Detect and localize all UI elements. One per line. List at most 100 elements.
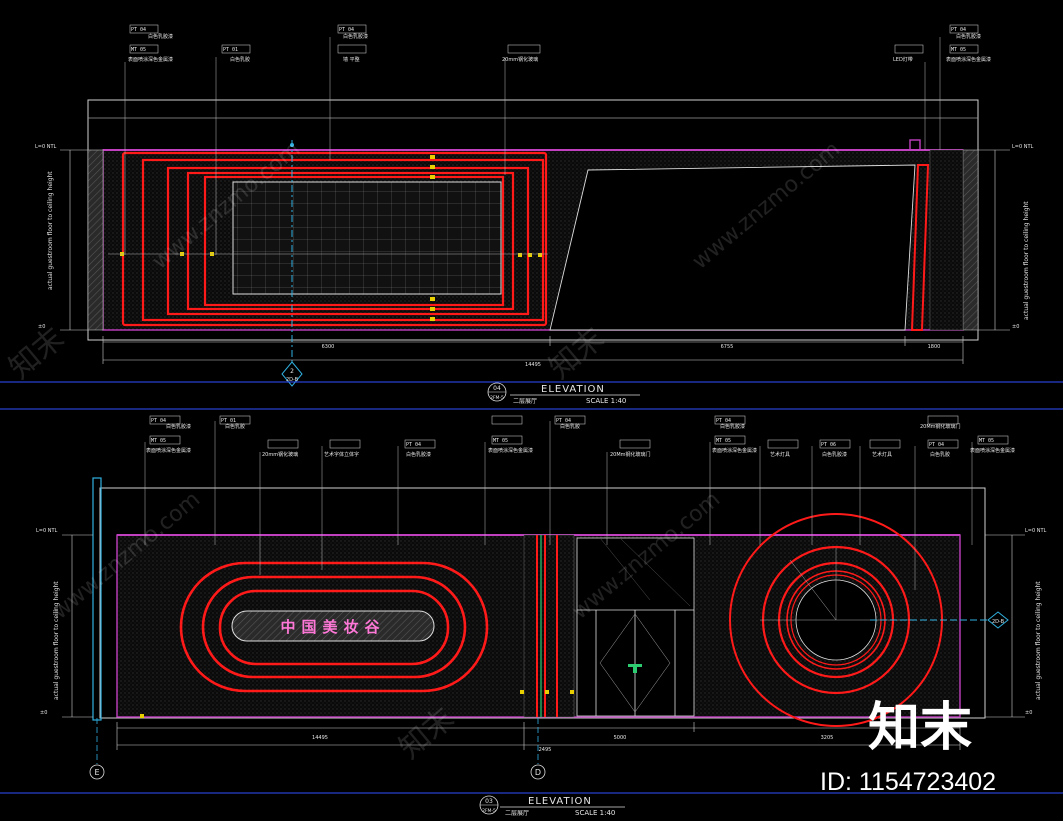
svg-text:20mm钢化玻璃: 20mm钢化玻璃 (262, 451, 298, 458)
circular-feature (729, 513, 990, 727)
svg-text:表面喷涂深色金属漆: 表面喷涂深色金属漆 (488, 447, 533, 454)
svg-text:白色乳胶漆: 白色乳胶漆 (166, 423, 191, 430)
svg-text:actual guestroom floor to ceil: actual guestroom floor to ceiling height (1023, 201, 1030, 320)
svg-text:二层展厅: 二层展厅 (513, 398, 537, 405)
grid-bubble-e (89, 764, 105, 780)
svg-text:20Mm钢化玻璃门: 20Mm钢化玻璃门 (920, 423, 961, 430)
top-elevation: 2 2D-B 6300 14495 6755 1800 L=0 NTL ±0 L… (0, 24, 1063, 410)
svg-text:14495: 14495 (312, 735, 328, 741)
svg-text:LED灯带: LED灯带 (893, 56, 913, 63)
svg-text:墙 平整: 墙 平整 (343, 56, 360, 63)
glass-door (576, 537, 695, 717)
svg-text:艺术灯具: 艺术灯具 (872, 451, 892, 458)
svg-text:PT 04: PT 04 (131, 27, 146, 33)
svg-text:2FM-5: 2FM-5 (490, 395, 504, 401)
bottom-axis-bubble: 2D-B (987, 611, 1009, 629)
top-title-block: 04 2FM-5 ELEVATION 二层展厅 SCALE 1:40 (487, 382, 640, 405)
svg-text:±0: ±0 (1025, 710, 1032, 716)
svg-text:白色乳胶: 白色乳胶 (230, 56, 250, 63)
svg-text:D: D (535, 768, 541, 777)
svg-text:5000: 5000 (614, 735, 627, 741)
svg-text:PT 04: PT 04 (951, 27, 966, 33)
svg-text:2FM-5: 2FM-5 (482, 808, 496, 814)
svg-text:L=0 NTL: L=0 NTL (36, 528, 58, 534)
svg-text:PT 04: PT 04 (929, 442, 944, 448)
svg-text:表面喷涂深色金属漆: 表面喷涂深色金属漆 (946, 56, 991, 63)
svg-text:MT 05: MT 05 (979, 438, 994, 444)
svg-text:2D-B: 2D-B (992, 619, 1005, 625)
svg-text:白色乳胶漆: 白色乳胶漆 (720, 423, 745, 430)
bottom-callout-tags: PT 04 白色乳胶漆 MT 05 表面喷涂深色金属漆 PT 01 白色乳胶 2… (146, 415, 1015, 458)
bottom-outer-frame (99, 487, 986, 719)
top-red-frames (121, 151, 548, 327)
svg-text:1800: 1800 (928, 344, 941, 350)
svg-text:艺术灯具: 艺术灯具 (770, 451, 790, 458)
svg-text:白色乳胶漆: 白色乳胶漆 (343, 33, 368, 40)
brand-logo: 知末 (868, 698, 972, 758)
top-grid-screen (232, 181, 502, 295)
svg-text:2495: 2495 (539, 747, 552, 753)
svg-text:白色乳胶漆: 白色乳胶漆 (148, 33, 173, 40)
svg-text:±0: ±0 (38, 324, 45, 330)
svg-text:SCALE 1:40: SCALE 1:40 (575, 809, 615, 817)
sign-text: 中国美妆谷 (280, 618, 385, 636)
svg-text:表面喷涂深色金属漆: 表面喷涂深色金属漆 (146, 447, 191, 454)
bottom-title-block: 03 2FM-5 ELEVATION 二层展厅 SCALE 1:40 (479, 795, 625, 817)
svg-text:MT 05: MT 05 (151, 438, 166, 444)
svg-text:actual guestroom floor to ceil: actual guestroom floor to ceiling height (1035, 581, 1042, 700)
svg-text:±0: ±0 (40, 710, 47, 716)
top-callout-tags: PT 04 白色乳胶漆 MT 05 表面喷涂深色金属漆 PT 01 白色乳胶 P… (128, 24, 991, 63)
svg-text:知末: 知末 (3, 321, 71, 386)
svg-text:PT 01: PT 01 (223, 47, 238, 53)
svg-text:MT 05: MT 05 (951, 47, 966, 53)
svg-text:PT 04: PT 04 (406, 442, 421, 448)
svg-text:14495: 14495 (525, 362, 541, 368)
svg-text:2: 2 (290, 368, 294, 375)
svg-text:白色乳胶: 白色乳胶 (225, 423, 245, 430)
svg-text:MT 05: MT 05 (716, 438, 731, 444)
grid-bubble-d (530, 764, 546, 780)
svg-text:PT 04: PT 04 (716, 418, 731, 424)
svg-text:L=0 NTL: L=0 NTL (1012, 144, 1034, 150)
svg-text:MT 05: MT 05 (493, 438, 508, 444)
svg-text:白色乳胶: 白色乳胶 (560, 423, 580, 430)
svg-text:actual guestroom floor to ceil: actual guestroom floor to ceiling height (47, 171, 54, 290)
svg-text:PT 06: PT 06 (821, 442, 836, 448)
svg-text:PT 01: PT 01 (221, 418, 236, 424)
svg-text:3205: 3205 (821, 735, 834, 741)
svg-text:艺术字体立体字: 艺术字体立体字 (324, 451, 359, 458)
svg-text:03: 03 (485, 798, 493, 805)
svg-text:白色乳胶漆: 白色乳胶漆 (406, 451, 431, 458)
svg-text:L=0 NTL: L=0 NTL (1025, 528, 1047, 534)
top-grid-bubble: 2 2D-B (281, 361, 303, 387)
id-label: ID: 1154723402 (820, 768, 996, 796)
svg-text:白色乳胶漆: 白色乳胶漆 (822, 451, 847, 458)
svg-text:L=0 NTL: L=0 NTL (35, 144, 57, 150)
svg-text:±0: ±0 (1012, 324, 1019, 330)
svg-text:PT 04: PT 04 (556, 418, 571, 424)
svg-text:ELEVATION: ELEVATION (541, 384, 605, 395)
svg-text:6300: 6300 (322, 344, 335, 350)
bottom-stadium-frames (179, 561, 489, 693)
svg-text:20Mm钢化玻璃门: 20Mm钢化玻璃门 (610, 451, 651, 458)
svg-text:白色乳胶: 白色乳胶 (930, 451, 950, 458)
svg-text:表面喷涂深色金属漆: 表面喷涂深色金属漆 (128, 56, 173, 63)
svg-text:二层展厅: 二层展厅 (505, 810, 529, 817)
svg-text:04: 04 (493, 385, 501, 392)
svg-text:2D-B: 2D-B (286, 377, 299, 383)
svg-text:actual guestroom floor to ceil: actual guestroom floor to ceiling height (53, 581, 60, 700)
svg-text:白色乳胶漆: 白色乳胶漆 (956, 33, 981, 40)
svg-text:表面喷涂深色金属漆: 表面喷涂深色金属漆 (970, 447, 1015, 454)
svg-text:SCALE 1:40: SCALE 1:40 (586, 397, 626, 405)
svg-text:MT 05: MT 05 (131, 47, 146, 53)
top-slanted-glass (549, 164, 916, 331)
svg-text:6755: 6755 (721, 344, 734, 350)
sign-plate (231, 610, 435, 642)
svg-text:E: E (94, 768, 99, 777)
svg-text:表面喷涂深色金属漆: 表面喷涂深色金属漆 (712, 447, 757, 454)
bottom-elevation: 中国美妆谷 (0, 415, 1063, 817)
svg-text:20mm钢化玻璃: 20mm钢化玻璃 (502, 56, 538, 63)
svg-text:ELEVATION: ELEVATION (528, 796, 592, 807)
svg-text:PT 04: PT 04 (339, 27, 354, 33)
